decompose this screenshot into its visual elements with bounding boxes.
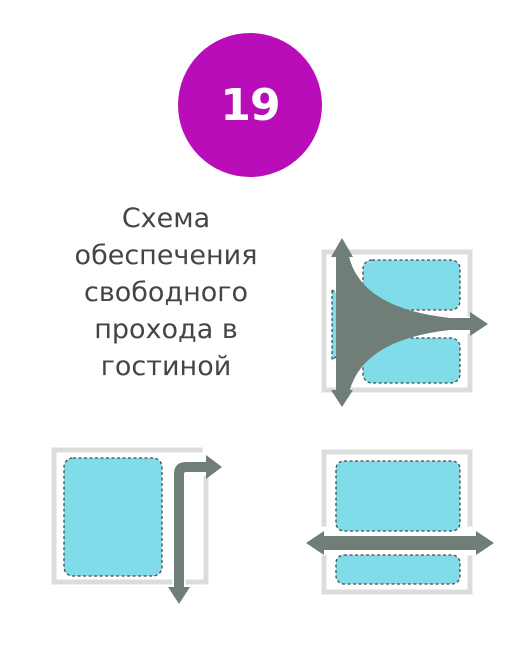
arrow-left-icon xyxy=(306,531,324,555)
diagram-caption: Схема обеспечения свободного прохода в г… xyxy=(48,200,284,385)
walkway-corner xyxy=(174,462,208,588)
corner-path-diagram xyxy=(51,447,222,604)
arrow-up-icon xyxy=(331,238,353,257)
through-path-diagram xyxy=(306,449,494,595)
room-walls xyxy=(321,449,473,595)
arrow-down-icon xyxy=(168,587,190,604)
sofa-bottom xyxy=(362,337,461,384)
step-number: 19 xyxy=(220,79,280,131)
room-walls xyxy=(321,249,473,393)
walkway-straight xyxy=(320,536,476,550)
walkway-branch xyxy=(336,252,474,398)
room-walls xyxy=(51,447,209,585)
bench xyxy=(335,554,461,585)
caption-line-5: гостиной xyxy=(100,351,232,382)
caption-line-2: обеспечения xyxy=(74,240,258,271)
caption-line-4: прохода в xyxy=(94,314,238,345)
branching-path-diagram xyxy=(321,238,488,407)
step-number-badge: 19 xyxy=(178,33,322,177)
furniture-block xyxy=(63,457,163,577)
caption-line-3: свободного xyxy=(84,277,248,308)
arrow-down-icon xyxy=(331,390,353,407)
caption-line-1: Схема xyxy=(121,203,211,234)
arrow-right-icon xyxy=(470,312,488,336)
sofa xyxy=(335,460,461,532)
arrow-right-icon xyxy=(206,455,222,479)
arrow-right-icon xyxy=(476,531,494,555)
